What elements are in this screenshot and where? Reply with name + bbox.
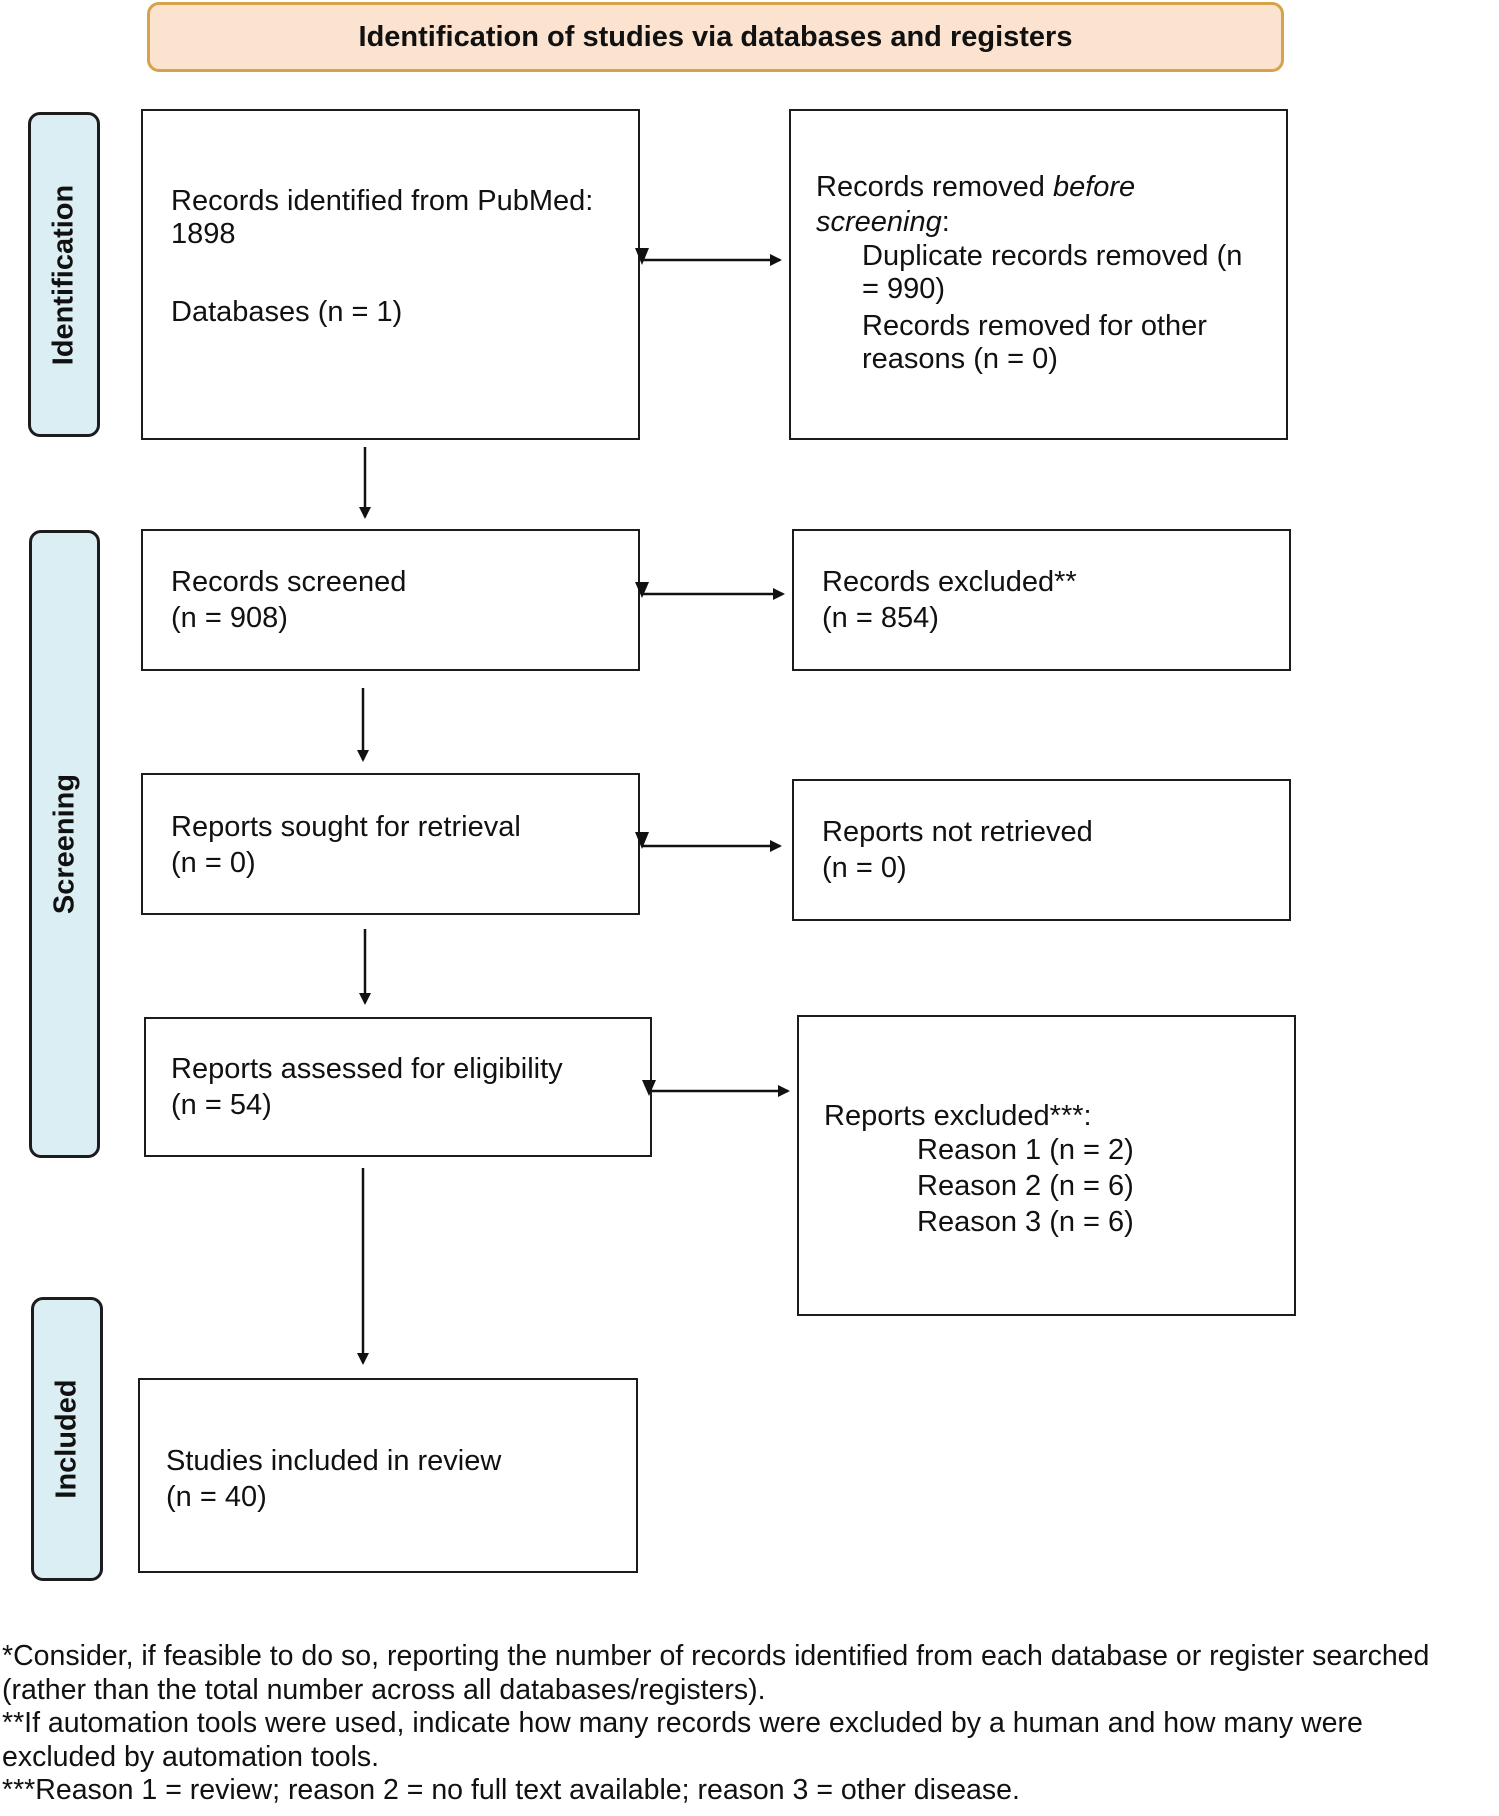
removed-line4: = 990) bbox=[862, 273, 946, 305]
sought-line2: (n = 0) bbox=[171, 847, 256, 879]
reports-excluded-reason1: Reason 1 (n = 2) bbox=[917, 1134, 1134, 1166]
tick-sought bbox=[635, 832, 649, 849]
header-banner: Identification of studies via databases … bbox=[147, 2, 1284, 72]
box-records-excluded: Records excluded** (n = 854) bbox=[792, 529, 1291, 671]
footnote-3: ***Reason 1 = review; reason 2 = no full… bbox=[2, 1774, 1020, 1806]
box-records-identified: Records identified from PubMed: 1898 Dat… bbox=[141, 109, 640, 440]
removed-line6: reasons (n = 0) bbox=[862, 343, 1058, 375]
box-reports-assessed: Reports assessed for eligibility (n = 54… bbox=[144, 1017, 652, 1157]
box-reports-not-retrieved: Reports not retrieved (n = 0) bbox=[792, 779, 1291, 921]
tick-identified bbox=[635, 248, 649, 265]
removed-line3: Duplicate records removed (n bbox=[862, 240, 1243, 272]
tick-assessed bbox=[642, 1080, 656, 1096]
removed-line5: Records removed for other bbox=[862, 310, 1207, 342]
reports-excluded-reason3: Reason 3 (n = 6) bbox=[917, 1206, 1134, 1238]
assessed-line2: (n = 54) bbox=[171, 1089, 272, 1121]
assessed-line1: Reports assessed for eligibility bbox=[171, 1053, 563, 1085]
excluded-line1: Records excluded** bbox=[822, 566, 1077, 598]
not-retrieved-line2: (n = 0) bbox=[822, 852, 907, 884]
removed-line2: screening: bbox=[816, 206, 950, 238]
included-line1: Studies included in review bbox=[166, 1445, 502, 1477]
footnote-2b: excluded by automation tools. bbox=[2, 1740, 380, 1773]
screened-line1: Records screened bbox=[171, 566, 407, 598]
included-line2: (n = 40) bbox=[166, 1481, 267, 1513]
box-records-removed: Records removed before screening: Duplic… bbox=[789, 109, 1288, 440]
identified-line1: Records identified from PubMed: bbox=[171, 185, 594, 217]
not-retrieved-line1: Reports not retrieved bbox=[822, 816, 1093, 848]
footnote-1a: *Consider, if feasible to do so, reporti… bbox=[2, 1640, 1430, 1672]
identified-line2: 1898 bbox=[171, 218, 236, 250]
identified-line3: Databases (n = 1) bbox=[171, 296, 403, 328]
box-reports-sought: Reports sought for retrieval (n = 0) bbox=[141, 773, 640, 915]
footnotes: *Consider, if feasible to do so, reporti… bbox=[2, 1640, 1497, 1808]
reports-excluded-reason2: Reason 2 (n = 6) bbox=[917, 1170, 1134, 1202]
screened-line2: (n = 908) bbox=[171, 602, 288, 634]
excluded-line2: (n = 854) bbox=[822, 602, 939, 634]
phase-identification: Identification bbox=[28, 112, 100, 437]
footnote-1b: (rather than the total number across all… bbox=[2, 1673, 766, 1706]
footnote-2a: **If automation tools were used, indicat… bbox=[2, 1707, 1363, 1739]
box-records-screened: Records screened (n = 908) bbox=[141, 529, 640, 671]
reports-excluded-line1: Reports excluded***: bbox=[824, 1100, 1092, 1132]
phase-screening: Screening bbox=[29, 530, 100, 1158]
box-studies-included: Studies included in review (n = 40) bbox=[138, 1378, 638, 1573]
header-title: Identification of studies via databases … bbox=[358, 20, 1073, 53]
sought-line1: Reports sought for retrieval bbox=[171, 811, 521, 843]
tick-screened bbox=[635, 582, 649, 598]
phase-included: Included bbox=[31, 1297, 103, 1581]
box-reports-excluded: Reports excluded***: Reason 1 (n = 2) Re… bbox=[797, 1015, 1296, 1316]
removed-line1: Records removed before bbox=[816, 171, 1136, 203]
